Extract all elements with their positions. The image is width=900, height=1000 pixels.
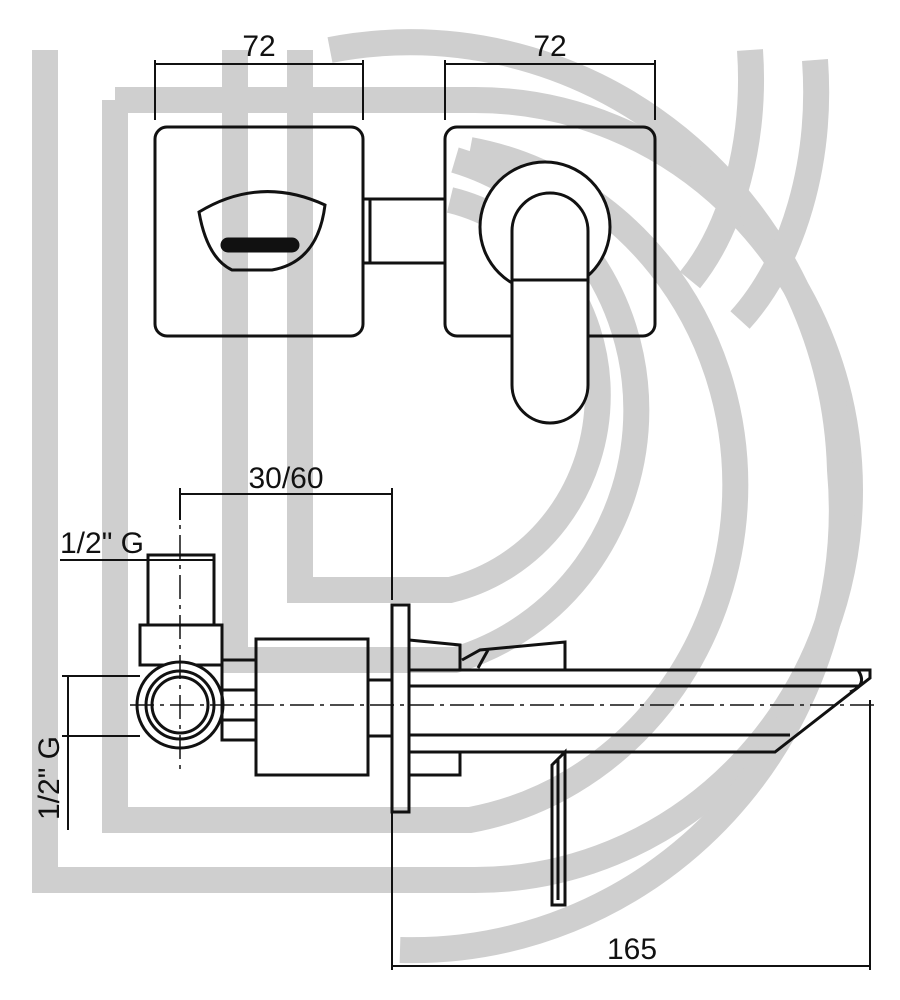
wall-flange — [390, 603, 411, 814]
connecting-pipe — [361, 197, 447, 265]
diverter-slot — [220, 237, 300, 253]
dim-spout-projection: 165 — [607, 933, 657, 966]
dim-width-right-plate: 72 — [533, 30, 566, 63]
diverter-plate — [153, 125, 365, 338]
front-dimensions — [154, 60, 656, 120]
dim-wall-depth: 30/60 — [248, 462, 323, 495]
front-view — [153, 125, 657, 425]
center-lines — [130, 495, 880, 772]
side-lever — [408, 638, 567, 670]
elbow-body — [138, 623, 224, 667]
side-dimensions — [60, 488, 871, 970]
dim-inlet-side: 1/2" G — [33, 736, 66, 820]
spout — [407, 668, 872, 754]
diverter-button-icon — [197, 190, 327, 272]
down-element — [550, 748, 567, 907]
dim-width-left-plate: 72 — [242, 30, 275, 63]
dim-inlet-top: 1/2" G — [60, 527, 144, 560]
watermark-logo — [32, 29, 863, 964]
mixer-lever — [510, 191, 590, 425]
top-inlet — [146, 553, 216, 627]
